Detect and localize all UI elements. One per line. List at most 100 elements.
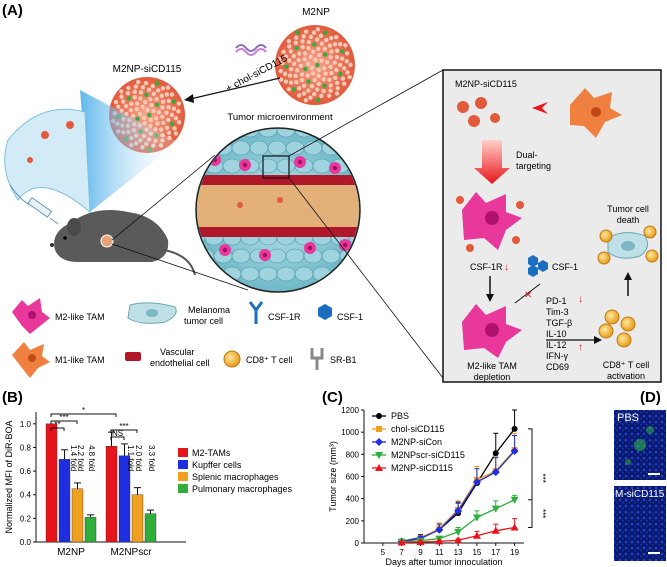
np-texture-dot — [155, 88, 161, 93]
tme-macrophage-nucleus — [242, 162, 248, 168]
tumor-death-1: Tumor cell — [607, 204, 649, 214]
np-texture-dot — [282, 71, 288, 77]
tumor-cell — [339, 140, 359, 156]
tumor-cell — [231, 248, 251, 264]
tumor-cell — [197, 266, 206, 282]
legend-melanoma-icon — [127, 302, 177, 324]
np-texture-dot — [287, 44, 292, 49]
np-texture-dot — [306, 46, 311, 51]
y-tick-label: 1.0 — [20, 420, 32, 429]
legend-csf1r: CSF-1R — [268, 312, 301, 322]
mini-np-3 — [27, 157, 33, 163]
np-texture-dot — [299, 72, 305, 77]
bar-m2-tams — [105, 446, 118, 543]
np-texture-dot — [296, 93, 302, 98]
np-texture-dot — [301, 91, 307, 96]
np-texture-dot — [312, 42, 317, 47]
micrograph-pbs — [614, 410, 666, 480]
y-tick-label: 1200 — [341, 406, 359, 415]
np-texture-dot — [137, 111, 143, 116]
bar-pulmonary-macrophages — [84, 516, 97, 543]
np-texture-dot — [142, 99, 148, 105]
np-texture-dot — [300, 44, 305, 50]
np-texture-dot — [287, 58, 292, 63]
fold-label-0: 1.4 fold — [69, 445, 78, 471]
y-tick-label: 800 — [346, 450, 360, 459]
marker-4: IL-12 — [546, 340, 567, 350]
y-tick-label: 600 — [346, 473, 360, 482]
m2np-label: M2NP — [302, 7, 330, 18]
tme-macrophage-nucleus — [222, 247, 228, 253]
np-texture-dot — [319, 93, 324, 99]
mouse-illustration — [50, 209, 196, 276]
tme-macrophage-nucleus — [262, 252, 268, 258]
np-texture-dot — [296, 58, 301, 63]
np-texture-dot — [159, 93, 164, 99]
legend-label-m2npscr-sicd115: M2NPscr-siCD115 — [391, 450, 465, 460]
np-texture-dot — [334, 67, 339, 73]
tumor-cell — [231, 140, 251, 156]
syringe-fluid — [4, 108, 91, 214]
point-m2np-sicd115 — [435, 537, 444, 545]
marker-down-arrow: ↓ — [578, 294, 583, 305]
np-texture-dot — [322, 66, 327, 71]
sig-label-2: *** — [538, 509, 547, 518]
np-texture-dot — [171, 106, 177, 111]
legend-csf1-icon — [318, 304, 332, 320]
np-texture-dot — [302, 51, 308, 56]
sig-3-label: * — [82, 406, 85, 415]
legend-label-0: M2-TAMs — [192, 448, 231, 458]
y-tick-label: 200 — [346, 517, 360, 526]
np-texture-dot — [146, 87, 152, 92]
np-texture-dot — [155, 121, 160, 126]
np-texture-dot — [284, 64, 289, 69]
np-texture-dot — [334, 34, 339, 40]
np-texture-dot — [140, 85, 146, 90]
inset-m2-tam-depleting — [462, 304, 522, 358]
np-texture-dot — [321, 88, 326, 94]
np-texture-dot — [133, 84, 139, 89]
legend-label-chol-sicd115: chol-siCD115 — [391, 424, 444, 434]
np-texture-dot — [314, 87, 320, 92]
np-texture-dot — [161, 120, 166, 126]
np-texture-dot — [160, 114, 165, 119]
tumor-death-2: death — [617, 215, 640, 225]
tumor-cell — [276, 158, 296, 174]
np-texture-dot — [338, 71, 343, 77]
sig-2-label: *** — [59, 413, 68, 422]
np-texture-dot — [332, 60, 337, 65]
np-texture-dot — [340, 76, 346, 81]
point-m2npscr-sicd115 — [491, 505, 500, 513]
np-texture-dot — [126, 96, 132, 101]
np-texture-dot — [154, 81, 160, 86]
sig-2-bracket — [50, 420, 78, 424]
np-texture-dot — [343, 43, 348, 48]
np-texture-dot — [291, 87, 297, 92]
legend-melanoma-2: tumor cell — [184, 316, 223, 326]
np-texture-dot — [316, 73, 321, 79]
point-m2np-sicd115 — [510, 523, 519, 531]
inset-m1-tam — [570, 88, 622, 138]
point-m2np-sicd115 — [472, 531, 481, 539]
legend-marker-m2npscr-sicd115 — [375, 452, 383, 459]
np-texture-dot — [311, 30, 317, 35]
np-texture-dot — [329, 70, 334, 76]
x-tick-label: 19 — [510, 548, 519, 557]
y-tick-label: 0 — [355, 539, 360, 548]
np-texture-dot — [323, 30, 328, 36]
point-m2np-sicd115 — [416, 538, 425, 546]
np-texture-dot — [315, 97, 321, 103]
bar-pulmonary-macrophages — [144, 513, 157, 543]
np-texture-dot — [130, 113, 136, 119]
np-texture-dot — [166, 130, 172, 136]
np-texture-dot — [337, 62, 343, 68]
np-texture-dot — [294, 68, 300, 73]
np-texture-dot — [303, 29, 309, 34]
conjugation-arrow — [185, 77, 281, 101]
chol-sicd115-icon — [235, 44, 267, 56]
cd8-activation-2: activation — [607, 371, 645, 381]
m2-depletion-2: depletion — [474, 372, 511, 382]
np-texture-dot — [306, 39, 312, 45]
